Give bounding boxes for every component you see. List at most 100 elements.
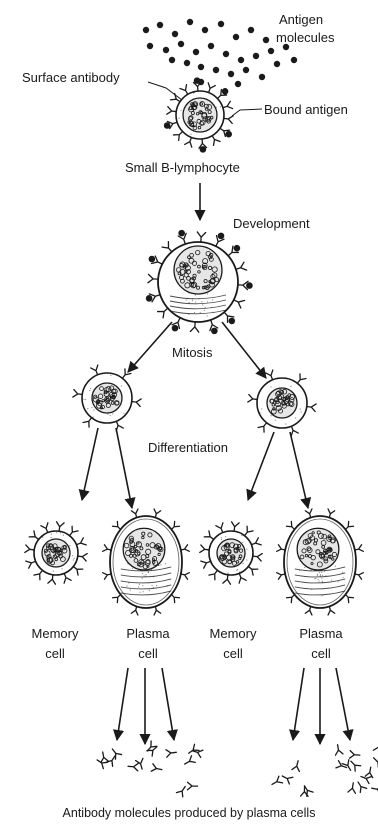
free-antibody-molecule-icon [270, 776, 282, 788]
process-arrow [128, 322, 172, 372]
bound-antigen-dot [234, 245, 241, 252]
antigen-molecule-dot [253, 53, 259, 59]
bound-antigen-dot [194, 77, 201, 84]
antigen-molecule-dot [243, 67, 249, 73]
antigen-molecule-dot [233, 34, 239, 40]
plasma-cell-right [277, 509, 364, 615]
antigen-molecule-dot [163, 47, 169, 53]
antigen-molecule-dot [291, 57, 297, 63]
process-arrow [116, 428, 132, 508]
bound-antigen-dot [146, 295, 153, 302]
free-antibody-molecule-icon [186, 744, 199, 756]
cell-nucleus [217, 539, 245, 567]
antigen-molecule-dot [238, 57, 244, 63]
antigen-molecule-dot [169, 57, 175, 63]
antigen-molecule-dot [147, 43, 153, 49]
plasma-cell-right-label-line2: cell [288, 646, 354, 661]
mitosis-label: Mitosis [172, 345, 212, 360]
memory-cell-left-label-line2: cell [22, 646, 88, 661]
free-antibody-molecule-icon [371, 784, 378, 793]
bound-antigen-dot [172, 325, 179, 332]
antibody-caption: Antibody molecules produced by plasma ce… [0, 806, 378, 821]
cell-nucleus [267, 388, 297, 418]
differentiation-label: Differentiation [148, 440, 228, 455]
free-antibody-molecule-icon [176, 784, 188, 797]
plasma-cell-left [103, 509, 190, 615]
free-antibody-molecule-icon [183, 756, 195, 768]
bound-antigen-dot [246, 282, 253, 289]
cell-nucleus [297, 528, 339, 570]
cell-nucleus [92, 383, 122, 413]
free-antibody-molecule-icon [365, 766, 374, 777]
free-antibody-molecule-icon [166, 749, 177, 758]
process-arrow [117, 668, 128, 740]
plasma-cell-left-label-line1: Plasma [115, 626, 181, 641]
antigen-molecule-dot [213, 67, 219, 73]
free-antibody-molecule-icon [128, 763, 139, 771]
process-arrow [290, 432, 308, 508]
memory-cell-left [25, 522, 87, 584]
process-arrow [162, 668, 174, 740]
antigen-molecule-dot [268, 48, 274, 54]
free-antibody-molecule-icon [106, 754, 118, 767]
antigen-molecule-dot [187, 19, 193, 25]
bound-antigen-dot [218, 233, 225, 240]
process-arrow [222, 322, 266, 378]
bound-antigen-dot [178, 230, 185, 237]
antigen-molecule-dot [235, 81, 241, 87]
cell-nucleus [42, 539, 70, 567]
antigen-molecule-dot [172, 31, 178, 37]
plasma-cell-right-label-line1: Plasma [288, 626, 354, 641]
small-b-lymphocyte-cell [164, 77, 233, 152]
antigen-molecule-dot [223, 51, 229, 57]
antigen-molecule-dot [198, 64, 204, 70]
free-antibody-molecule-icon [151, 764, 162, 774]
free-antibody-molecule-icon [187, 782, 197, 790]
free-antibody-molecule-icon [372, 742, 378, 754]
memory-cell-right-label-line1: Memory [200, 626, 266, 641]
free-antibody-molecule-icon [292, 760, 302, 772]
process-arrow [336, 668, 350, 740]
antigen-molecule-dot [228, 71, 234, 77]
bound-antigen-dot [200, 146, 207, 153]
free-antibody-molecule-icon [334, 744, 343, 755]
process-arrow [248, 432, 274, 500]
bound-antigen-dot [164, 122, 171, 129]
free-antibody-molecule-icon [109, 747, 121, 760]
free-antigen-molecules [143, 19, 297, 87]
antigen-molecule-dot [248, 27, 254, 33]
bound-antigen-dot [229, 318, 236, 325]
antigen-molecule-dot [208, 43, 214, 49]
antigen-molecules-label-line2: molecules [276, 30, 335, 45]
free-antibody-molecule-icon [348, 782, 357, 793]
small-b-lymphocyte-label: Small B-lymphocyte [125, 160, 240, 175]
free-antibody-molecules [95, 741, 378, 797]
process-arrow [293, 668, 304, 740]
developing-lymphocyte-cell [146, 230, 253, 334]
memory-cell-right [200, 522, 262, 584]
antigen-molecule-dot [178, 41, 184, 47]
antigen-molecule-dot [202, 27, 208, 33]
mitosis-daughter-cell-right [248, 370, 316, 436]
antigen-molecule-dot [157, 22, 163, 28]
bound-antigen-leader-line [232, 109, 262, 116]
mitosis-daughter-cell-left [73, 365, 141, 431]
free-antibody-molecule-icon [99, 751, 108, 762]
antigen-molecule-dot [193, 49, 199, 55]
free-antibody-molecule-icon [355, 780, 367, 793]
development-label: Development [233, 216, 310, 231]
free-antibody-molecule-icon [336, 761, 348, 771]
antigen-molecule-dot [259, 74, 265, 80]
free-antibody-molecule-icon [360, 773, 372, 784]
bound-antigen-dot [211, 328, 218, 335]
free-antibody-molecule-icon [350, 751, 361, 759]
memory-cell-right-label-line2: cell [200, 646, 266, 661]
surface-antibody-label: Surface antibody [22, 70, 120, 85]
cell-nucleus [123, 528, 165, 570]
antigen-molecules-label-line1: Antigen [279, 12, 323, 27]
cell-nucleus [174, 246, 222, 294]
antigen-molecule-dot [184, 60, 190, 66]
antigen-molecule-dot [143, 27, 149, 33]
antigen-molecule-dot [263, 37, 269, 43]
process-arrow [82, 428, 98, 500]
